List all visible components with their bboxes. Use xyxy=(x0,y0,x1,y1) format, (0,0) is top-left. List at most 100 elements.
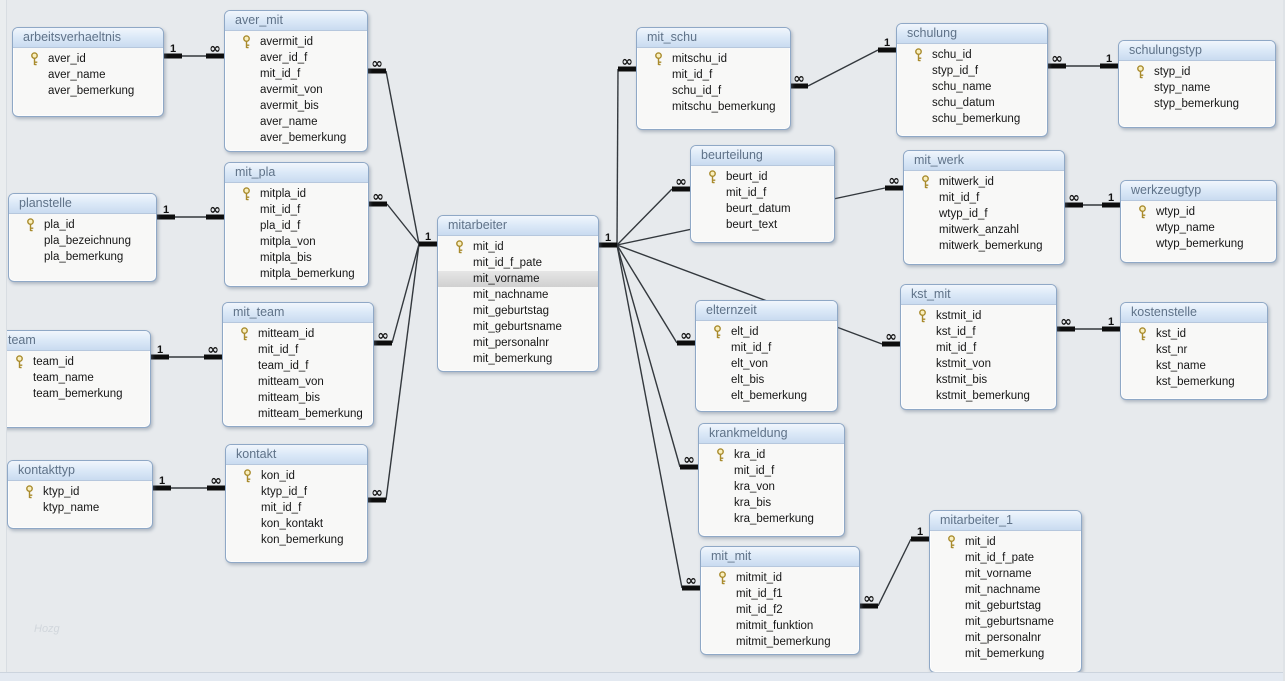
field-mitarbeiter_1-mit_vorname[interactable]: mit_vorname xyxy=(930,566,1081,582)
field-schulungstyp-styp_bemerkung[interactable]: styp_bemerkung xyxy=(1119,96,1275,112)
field-mitarbeiter_1-mit_bemerkung[interactable]: mit_bemerkung xyxy=(930,646,1081,662)
field-schulung-schu_name[interactable]: schu_name xyxy=(897,79,1047,95)
field-kostenstelle-kst_bemerkung[interactable]: kst_bemerkung xyxy=(1121,374,1267,390)
field-aver_mit-aver_id_f[interactable]: aver_id_f xyxy=(225,50,367,66)
field-mit_schu-mitschu_id[interactable]: mitschu_id xyxy=(637,51,790,67)
field-mitarbeiter-mit_nachname[interactable]: mit_nachname xyxy=(438,287,598,303)
table-title-mit_mit[interactable]: mit_mit xyxy=(701,547,859,567)
field-kostenstelle-kst_id[interactable]: kst_id xyxy=(1121,326,1267,342)
table-title-werkzeugtyp[interactable]: werkzeugtyp xyxy=(1121,181,1276,201)
field-krankmeldung-kra_bemerkung[interactable]: kra_bemerkung xyxy=(699,511,844,527)
field-kostenstelle-kst_name[interactable]: kst_name xyxy=(1121,358,1267,374)
field-mit_team-mitteam_id[interactable]: mitteam_id xyxy=(223,326,373,342)
field-mit_team-mit_id_f[interactable]: mit_id_f xyxy=(223,342,373,358)
field-team-team_bemerkung[interactable]: team_bemerkung xyxy=(0,386,150,402)
field-krankmeldung-kra_id[interactable]: kra_id xyxy=(699,447,844,463)
relationship-line-kontakt-mitarbeiter[interactable] xyxy=(385,243,420,501)
field-beurteilung-mit_id_f[interactable]: mit_id_f xyxy=(691,185,834,201)
field-kontakt-kon_kontakt[interactable]: kon_kontakt xyxy=(226,516,367,532)
table-title-arbeitsverhaeltnis[interactable]: arbeitsverhaeltnis xyxy=(13,28,163,48)
table-title-beurteilung[interactable]: beurteilung xyxy=(691,146,834,166)
field-mit_pla-mitpla_von[interactable]: mitpla_von xyxy=(225,234,368,250)
table-title-mitarbeiter_1[interactable]: mitarbeiter_1 xyxy=(930,511,1081,531)
field-mit_schu-mit_id_f[interactable]: mit_id_f xyxy=(637,67,790,83)
table-title-kostenstelle[interactable]: kostenstelle xyxy=(1121,303,1267,323)
field-kst_mit-mit_id_f[interactable]: mit_id_f xyxy=(901,340,1056,356)
table-title-kst_mit[interactable]: kst_mit xyxy=(901,285,1056,305)
field-arbeitsverhaeltnis-aver_id[interactable]: aver_id xyxy=(13,51,163,67)
field-mitarbeiter-mit_bemerkung[interactable]: mit_bemerkung xyxy=(438,351,598,367)
table-title-aver_mit[interactable]: aver_mit xyxy=(225,11,367,31)
field-planstelle-pla_bemerkung[interactable]: pla_bemerkung xyxy=(9,249,156,265)
field-mit_mit-mitmit_bemerkung[interactable]: mitmit_bemerkung xyxy=(701,634,859,650)
field-mit_pla-mitpla_bis[interactable]: mitpla_bis xyxy=(225,250,368,266)
field-aver_mit-avermit_id[interactable]: avermit_id xyxy=(225,34,367,50)
field-mit_werk-mitwerk_bemerkung[interactable]: mitwerk_bemerkung xyxy=(904,238,1064,254)
field-aver_mit-avermit_bis[interactable]: avermit_bis xyxy=(225,98,367,114)
field-mit_pla-mitpla_bemerkung[interactable]: mitpla_bemerkung xyxy=(225,266,368,282)
table-title-mit_pla[interactable]: mit_pla xyxy=(225,163,368,183)
field-mit_schu-schu_id_f[interactable]: schu_id_f xyxy=(637,83,790,99)
field-kst_mit-kst_id_f[interactable]: kst_id_f xyxy=(901,324,1056,340)
table-title-mit_team[interactable]: mit_team xyxy=(223,303,373,323)
table-title-kontakt[interactable]: kontakt xyxy=(226,445,367,465)
field-mit_pla-mitpla_id[interactable]: mitpla_id xyxy=(225,186,368,202)
field-kontakt-kon_bemerkung[interactable]: kon_bemerkung xyxy=(226,532,367,548)
field-mitarbeiter-mit_vorname[interactable]: mit_vorname xyxy=(438,271,598,287)
table-title-team[interactable]: team xyxy=(0,331,150,351)
field-mit_mit-mitmit_funktion[interactable]: mitmit_funktion xyxy=(701,618,859,634)
field-mitarbeiter_1-mit_geburtsname[interactable]: mit_geburtsname xyxy=(930,614,1081,630)
field-planstelle-pla_id[interactable]: pla_id xyxy=(9,217,156,233)
field-mit_werk-mitwerk_anzahl[interactable]: mitwerk_anzahl xyxy=(904,222,1064,238)
field-mitarbeiter-mit_geburtsname[interactable]: mit_geburtsname xyxy=(438,319,598,335)
field-elternzeit-elt_id[interactable]: elt_id xyxy=(696,324,837,340)
relationship-line-mit_mit-mitarbeiter_1[interactable] xyxy=(877,538,912,607)
field-kontakt-kon_id[interactable]: kon_id xyxy=(226,468,367,484)
field-schulung-styp_id_f[interactable]: styp_id_f xyxy=(897,63,1047,79)
field-aver_mit-avermit_von[interactable]: avermit_von xyxy=(225,82,367,98)
field-schulung-schu_datum[interactable]: schu_datum xyxy=(897,95,1047,111)
field-mit_werk-mitwerk_id[interactable]: mitwerk_id xyxy=(904,174,1064,190)
field-mitarbeiter-mit_id_f_pate[interactable]: mit_id_f_pate xyxy=(438,255,598,271)
field-schulung-schu_bemerkung[interactable]: schu_bemerkung xyxy=(897,111,1047,127)
field-mit_team-team_id_f[interactable]: team_id_f xyxy=(223,358,373,374)
table-title-mit_werk[interactable]: mit_werk xyxy=(904,151,1064,171)
relationship-line-mitarbeiter-mit_schu[interactable] xyxy=(616,68,619,246)
field-schulungstyp-styp_name[interactable]: styp_name xyxy=(1119,80,1275,96)
table-title-planstelle[interactable]: planstelle xyxy=(9,194,156,214)
relationship-line-mitarbeiter-krankmeldung[interactable] xyxy=(616,244,681,468)
field-beurteilung-beurt_datum[interactable]: beurt_datum xyxy=(691,201,834,217)
field-mit_werk-wtyp_id_f[interactable]: wtyp_id_f xyxy=(904,206,1064,222)
field-kontakttyp-ktyp_id[interactable]: ktyp_id xyxy=(8,484,152,500)
field-aver_mit-aver_bemerkung[interactable]: aver_bemerkung xyxy=(225,130,367,146)
field-elternzeit-elt_bis[interactable]: elt_bis xyxy=(696,372,837,388)
field-werkzeugtyp-wtyp_id[interactable]: wtyp_id xyxy=(1121,204,1276,220)
field-kst_mit-kstmit_von[interactable]: kstmit_von xyxy=(901,356,1056,372)
relationship-line-mitarbeiter-mit_mit[interactable] xyxy=(616,244,683,589)
field-planstelle-pla_bezeichnung[interactable]: pla_bezeichnung xyxy=(9,233,156,249)
field-mit_team-mitteam_von[interactable]: mitteam_von xyxy=(223,374,373,390)
field-mit_mit-mit_id_f1[interactable]: mit_id_f1 xyxy=(701,586,859,602)
relationship-line-mitarbeiter-beurteilung[interactable] xyxy=(616,188,673,246)
field-werkzeugtyp-wtyp_bemerkung[interactable]: wtyp_bemerkung xyxy=(1121,236,1276,252)
table-title-elternzeit[interactable]: elternzeit xyxy=(696,301,837,321)
field-elternzeit-elt_bemerkung[interactable]: elt_bemerkung xyxy=(696,388,837,404)
field-mitarbeiter-mit_personalnr[interactable]: mit_personalnr xyxy=(438,335,598,351)
field-kontakttyp-ktyp_name[interactable]: ktyp_name xyxy=(8,500,152,516)
field-beurteilung-beurt_id[interactable]: beurt_id xyxy=(691,169,834,185)
